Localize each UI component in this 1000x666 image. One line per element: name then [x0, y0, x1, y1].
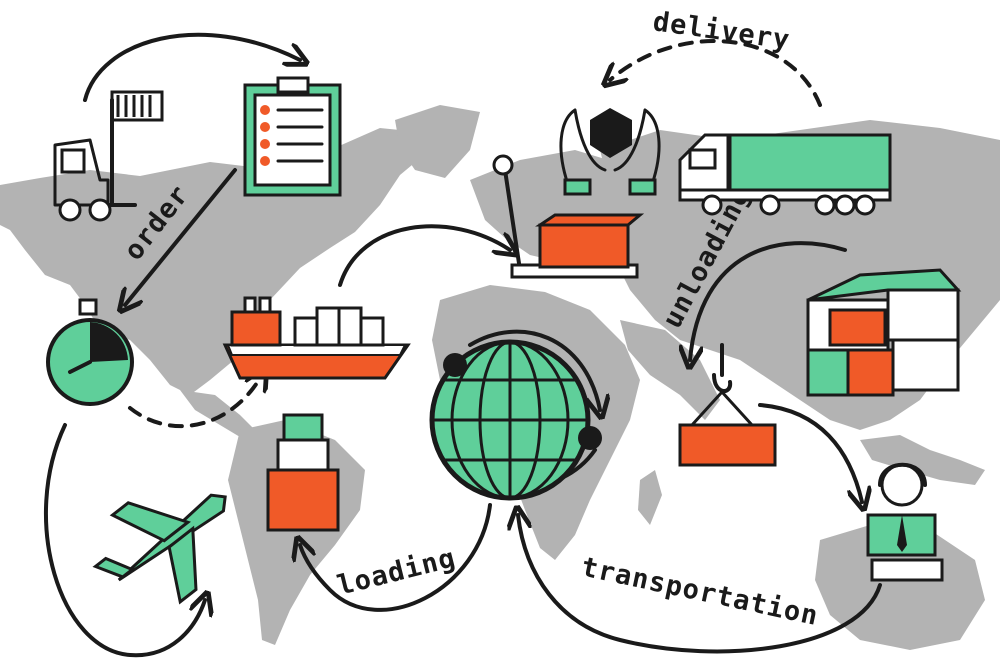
arrow-forklift-to-checklist — [83, 32, 300, 102]
map-central-america — [180, 390, 255, 440]
arrow-truck-to-hands-dashed — [610, 39, 822, 107]
arrow-crane-to-operator — [758, 403, 862, 502]
map-madagascar — [638, 470, 662, 525]
arrow-globe-to-boxes-loading — [300, 503, 492, 612]
arrow-checklist-to-stopwatch — [125, 168, 237, 305]
arrow-ship-to-pallet — [338, 224, 510, 287]
support-operator-icon — [866, 462, 944, 582]
map-greenland — [395, 105, 480, 178]
map-arabia-india — [620, 320, 720, 420]
cargo-boxes-icon — [266, 413, 340, 532]
label-loading: loading — [334, 542, 459, 601]
crane-hook-container-icon — [678, 343, 777, 467]
arrow-operator-to-globe-transportation — [518, 515, 882, 654]
label-transportation: transportation — [579, 552, 822, 633]
delivery-truck-icon — [678, 133, 892, 216]
arrow-truck-to-crane-unloading — [690, 241, 847, 360]
map-se-asia-islands — [860, 435, 985, 485]
arrow-stopwatch-to-airplane — [43, 423, 205, 658]
globe-icon — [429, 339, 602, 501]
forklift-icon — [53, 90, 164, 222]
cargo-ship-icon — [222, 296, 411, 380]
container-stack-icon — [806, 268, 962, 397]
hands-with-box-icon — [559, 108, 661, 196]
airplane-icon — [92, 493, 227, 605]
pallet-jack-icon — [492, 154, 645, 279]
arrow-stopwatch-to-ship-dashed — [128, 375, 262, 429]
stopwatch-icon — [46, 298, 134, 406]
map-australia — [815, 525, 985, 650]
globe-arrow-top — [468, 329, 600, 410]
checklist-clipboard-icon — [243, 76, 342, 197]
label-delivery: delivery — [651, 6, 792, 56]
